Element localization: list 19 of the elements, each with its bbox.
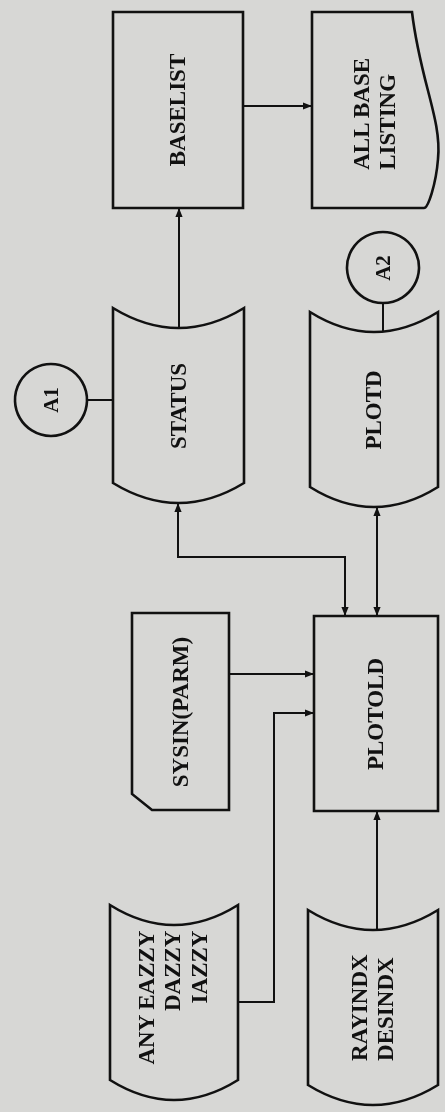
arrow: [373, 505, 381, 617]
node-label: RAYINDX DESINDX: [346, 954, 399, 1061]
arrow: [175, 207, 183, 329]
node-label: ANY EAZZY DAZZY IAZZY: [134, 930, 214, 1067]
connector-line: [86, 399, 114, 401]
node-label: PLOTOLD: [362, 657, 389, 770]
node-label: ALL BASE LISTING: [348, 56, 401, 170]
arrow: [373, 810, 381, 931]
connector-label: A2: [370, 254, 396, 281]
arrow: [237, 709, 315, 1003]
node-label: BASELIST: [164, 53, 191, 167]
connector-line: [382, 302, 384, 333]
node-label: STATUS: [165, 362, 192, 449]
arrow: [242, 102, 313, 110]
connector-label: A1: [38, 387, 64, 413]
node-label: SYSIN(PARM): [167, 636, 194, 787]
node-label: PLOTD: [360, 369, 387, 450]
arrow: [174, 502, 349, 617]
arrow: [228, 670, 315, 678]
